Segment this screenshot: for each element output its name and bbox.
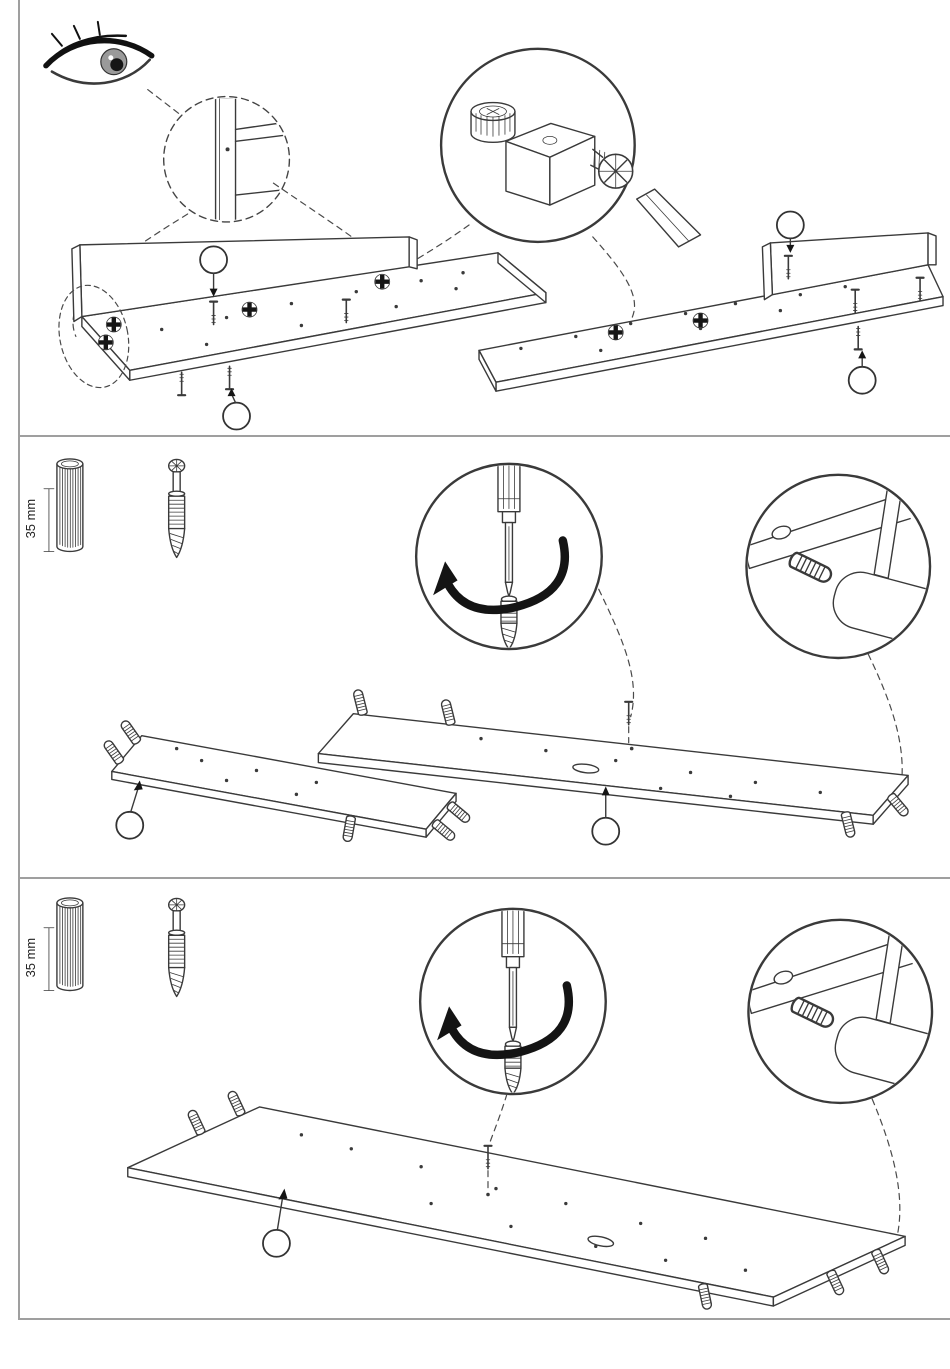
callout-5 <box>115 780 145 840</box>
dowel-icon <box>352 688 369 717</box>
dowel-in-hole-detail <box>745 471 950 658</box>
callout-6 <box>591 786 621 846</box>
leader-driver-to-panel <box>488 1093 508 1146</box>
dimension-35mm: 35 mm <box>23 488 55 552</box>
screw-dowel-icon <box>167 458 186 559</box>
screwdriver-turning-detail <box>416 446 602 649</box>
dowel-icon <box>430 817 458 843</box>
leader-detail-to-panel-end <box>867 653 903 794</box>
callout-circle <box>262 1229 291 1258</box>
shelf-panel-right <box>478 232 944 392</box>
pilot-holes <box>519 284 847 353</box>
step-1-illustration <box>43 20 944 431</box>
screw-icon <box>853 325 863 351</box>
leader-detail-to-panel-end <box>871 1098 901 1237</box>
dowel-in-hole-detail <box>747 916 950 1103</box>
leader-driver-to-panel <box>598 588 635 718</box>
cam-fitting-icon <box>374 273 391 290</box>
cam-housing-block <box>505 122 596 206</box>
callout-circle <box>775 210 805 240</box>
large-panel <box>127 1089 906 1311</box>
dowel-icon <box>118 718 143 747</box>
cam-fitting-icon <box>607 324 624 341</box>
step-2-panel: 35 mm <box>18 437 950 879</box>
pilot-holes <box>159 271 465 347</box>
screwdriver-blade-icon <box>635 188 702 248</box>
callout-4 <box>847 350 877 395</box>
callout-circle <box>115 810 145 840</box>
callout-2 <box>222 388 251 431</box>
cam-lock-detail <box>439 47 702 248</box>
hole-detail-magnifier <box>162 95 291 223</box>
pilot-holes <box>174 746 319 797</box>
screw-icon <box>224 365 235 391</box>
dowel-icon <box>445 800 473 825</box>
dimension-35mm: 35 mm <box>23 927 55 991</box>
screw-icon <box>177 371 187 397</box>
dashed-detail-region <box>58 284 130 389</box>
cam-fitting-icon <box>105 316 122 333</box>
dowel-icon <box>226 1089 247 1118</box>
connecting-screw <box>590 146 634 189</box>
callout-circle <box>847 365 877 395</box>
callout-circle <box>591 816 621 846</box>
callout-7 <box>262 1188 291 1258</box>
leader-detail-to-right-panel <box>592 236 636 322</box>
cam-cylinder <box>470 101 516 144</box>
wood-dowel-icon <box>56 458 84 553</box>
large-panel <box>317 688 911 839</box>
dowel-icon <box>186 1108 207 1137</box>
screw-dowel-icon <box>167 897 186 998</box>
cam-fitting-icon <box>692 312 709 329</box>
shelf-panel-left <box>58 236 547 397</box>
callout-3 <box>775 210 805 253</box>
leader-detail-to-left-panel <box>392 224 470 276</box>
small-panel <box>101 718 473 843</box>
dowel-icon <box>439 698 457 727</box>
pilot-holes <box>299 1133 748 1272</box>
screwdriver-turning-detail <box>420 891 606 1094</box>
callout-1 <box>199 245 228 297</box>
callout-circle <box>222 401 251 431</box>
callout-circle <box>199 245 228 275</box>
eye-icon <box>43 20 155 85</box>
step-3-illustration: 35 mm <box>23 879 950 1311</box>
cam-fitting-icon <box>97 334 114 351</box>
dimension-label: 35 mm <box>23 499 38 538</box>
wood-dowel-icon <box>56 897 84 992</box>
pilot-holes <box>479 736 822 799</box>
screw-dowel-being-installed <box>624 700 634 726</box>
step-2-illustration: 35 mm <box>23 437 950 846</box>
dimension-label: 35 mm <box>23 938 38 977</box>
dowel-icon <box>101 738 126 766</box>
step-1-panel <box>18 0 950 437</box>
step-3-panel: 35 mm <box>18 879 950 1320</box>
cam-fitting-icon <box>241 301 258 318</box>
